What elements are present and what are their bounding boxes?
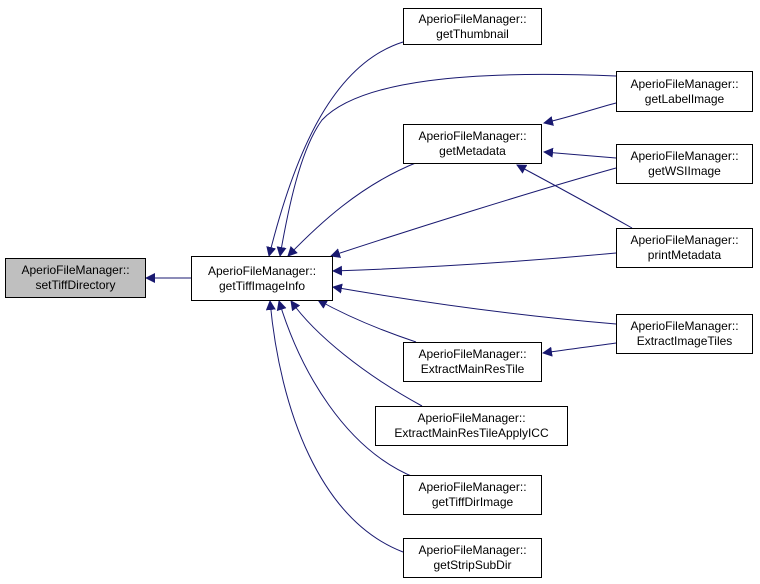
- edge-printMetadata-to-getTiffImageInfo: [332, 252, 617, 276]
- node-label-line1: AperioFileManager::: [418, 543, 527, 557]
- node-getLabelImage[interactable]: AperioFileManager:: getLabelImage: [616, 71, 753, 112]
- node-label-line1: AperioFileManager::: [21, 263, 130, 277]
- node-label-line1: AperioFileManager::: [418, 347, 527, 361]
- node-label-line1: AperioFileManager::: [630, 149, 739, 163]
- node-getMetadata[interactable]: AperioFileManager:: getMetadata: [403, 124, 542, 164]
- node-printMetadata[interactable]: AperioFileManager:: printMetadata: [616, 228, 753, 268]
- node-label-line1: AperioFileManager::: [418, 129, 527, 143]
- node-label-line2: getTiffDirImage: [431, 495, 514, 509]
- edge-getThumbnail-to-getTiffImageInfo: [266, 41, 404, 257]
- node-getThumbnail[interactable]: AperioFileManager:: getThumbnail: [403, 8, 542, 45]
- node-label-line2: getThumbnail: [436, 26, 509, 41]
- node-getTiffDirImage[interactable]: AperioFileManager:: getTiffDirImage: [403, 475, 542, 515]
- edge-getMetadata-to-getTiffImageInfo: [287, 161, 419, 257]
- node-label-line2: ExtractImageTiles: [636, 334, 733, 348]
- edge-getWSIImage-to-getTiffImageInfo: [330, 167, 617, 258]
- node-label-line1: AperioFileManager::: [630, 233, 739, 247]
- node-getStripSubDir[interactable]: AperioFileManager:: getStripSubDir: [403, 538, 542, 578]
- edge-ExtractMainResTile-to-getTiffImageInfo: [317, 299, 417, 343]
- node-label-line2: getStripSubDir: [433, 558, 512, 572]
- node-label-line1: AperioFileManager::: [207, 263, 317, 278]
- node-getWSIImage[interactable]: AperioFileManager:: getWSIImage: [616, 144, 753, 184]
- node-label-line2: ExtractMainResTileApplyICC: [394, 426, 549, 440]
- node-ExtractMainResTileApplyICC[interactable]: AperioFileManager:: ExtractMainResTileAp…: [375, 406, 568, 446]
- node-label-line2: setTiffDirectory: [35, 278, 116, 292]
- node-label-line1: AperioFileManager::: [630, 319, 739, 333]
- node-label-line1: AperioFileManager::: [418, 480, 527, 494]
- node-ExtractImageTiles[interactable]: AperioFileManager:: ExtractImageTiles: [616, 314, 753, 354]
- node-label-line1: AperioFileManager::: [418, 11, 527, 26]
- node-label-line2: getTiffImageInfo: [218, 278, 306, 293]
- node-label-line1: AperioFileManager::: [630, 76, 739, 91]
- edge-getWSIImage-to-getMetadata: [543, 147, 617, 159]
- node-setTiffDirectory[interactable]: AperioFileManager:: setTiffDirectory: [5, 258, 146, 298]
- node-label-line1: AperioFileManager::: [417, 411, 526, 425]
- edge-getLabelImage-to-getMetadata: [543, 102, 617, 126]
- node-ExtractMainResTile[interactable]: AperioFileManager:: ExtractMainResTile: [403, 342, 542, 382]
- edge-printMetadata-to-getMetadata: [516, 164, 633, 229]
- edge-getLabelImage-to-getTiffImageInfo: [276, 73, 617, 257]
- node-label-line2: ExtractMainResTile: [420, 362, 525, 376]
- edge-getStripSubDir-to-getTiffImageInfo: [265, 300, 404, 553]
- node-getTiffImageInfo[interactable]: AperioFileManager:: getTiffImageInfo: [191, 256, 333, 301]
- edge-getTiffDirImage-to-getTiffImageInfo: [276, 300, 417, 479]
- node-label-line2: getMetadata: [439, 144, 506, 158]
- node-label-line2: getWSIImage: [648, 164, 721, 178]
- edge-ExtractImageTiles-to-getTiffImageInfo: [332, 283, 617, 325]
- edge-ExtractImageTiles-to-ExtractMainResTile: [542, 342, 617, 357]
- node-label-line2: getLabelImage: [644, 91, 725, 106]
- edge-ExtractMainResTileApplyICC-to-getTiffImageInfo: [290, 300, 423, 407]
- node-label-line2: printMetadata: [647, 248, 722, 262]
